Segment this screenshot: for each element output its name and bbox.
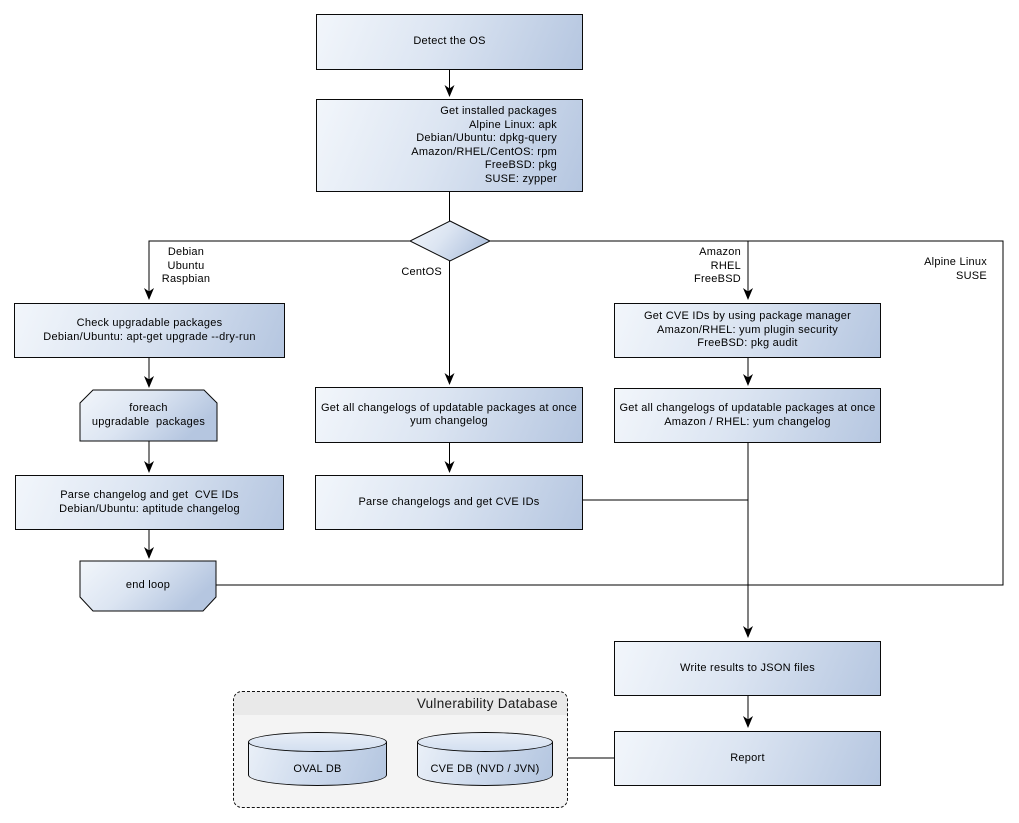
node-label: Parse changelogs and get CVE IDs: [358, 495, 540, 508]
node-get-installed-packages: Get installed packages Alpine Linux: apk…: [316, 99, 583, 192]
node-label: Get all changelogs of updatable packages…: [619, 402, 876, 414]
branch-label-amazon: Amazon RHEL FreeBSD: [694, 246, 741, 285]
node-label: FreeBSD: pkg audit: [697, 337, 798, 350]
node-label: Get installed packages: [440, 105, 557, 117]
edge-decision-to-alpine: [207, 240, 1004, 586]
branch-label-alpine: Alpine Linux SUSE: [924, 256, 987, 282]
node-parse-changelogs-yum: Parse changelogs and get CVE IDs: [315, 475, 583, 530]
foreach-loop-shape: [79, 389, 218, 442]
node-label: Check upgradable packages: [76, 317, 223, 329]
node-get-cve-ids-pkg-mgr: Get CVE IDs by using package manager Ama…: [614, 303, 881, 358]
cve-db-cylinder: CVE DB (NVD / JVN): [417, 732, 553, 786]
vulnerability-database-header: Vulnerability Database: [234, 692, 567, 715]
node-label: Debian/Ubuntu: apt-get upgrade --dry-run: [43, 330, 256, 343]
cve-db-cylinder-top: [417, 732, 553, 752]
node-get-changelogs-amazon: Get all changelogs of updatable packages…: [614, 388, 881, 443]
node-label: Detect the OS: [413, 35, 486, 48]
node-label: Amazon/RHEL/CentOS: rpm: [411, 145, 557, 158]
node-label: SUSE: zypper: [484, 172, 557, 185]
node-label: Debian/Ubuntu: aptitude changelog: [59, 502, 240, 515]
oval-db-cylinder: OVAL DB: [248, 732, 387, 786]
node-label: FreeBSD: pkg: [484, 159, 557, 171]
end-loop-shape: [79, 560, 217, 612]
oval-db-label: OVAL DB: [293, 763, 342, 775]
node-label: Report: [730, 751, 765, 764]
node-write-results: Write results to JSON files: [614, 641, 881, 696]
edge-decision-to-debian: [144, 240, 410, 300]
node-parse-changelog-deb: Parse changelog and get CVE IDs Debian/U…: [15, 475, 284, 530]
node-label: Write results to JSON files: [680, 661, 815, 674]
node-get-changelogs-yum: Get all changelogs of updatable packages…: [315, 387, 583, 443]
node-label: Parse changelog and get CVE IDs: [60, 489, 239, 501]
node-report: Report: [614, 731, 881, 786]
node-label: Get all changelogs of updatable packages…: [320, 401, 577, 414]
oval-db-cylinder-top: [248, 732, 387, 752]
node-check-upgradable: Check upgradable packages Debian/Ubuntu:…: [14, 303, 285, 358]
node-label: Amazon/RHEL: yum plugin security: [656, 323, 838, 336]
node-label: Get CVE IDs by using package manager: [643, 310, 852, 323]
os-decision-diamond: [408, 220, 492, 262]
node-label: yum changelog: [410, 415, 488, 427]
node-label: Debian/Ubuntu: dpkg-query: [416, 132, 557, 144]
vulnerability-database-title: Vulnerability Database: [416, 696, 558, 711]
node-label: Alpine Linux: apk: [468, 118, 557, 131]
branch-label-centos: CentOS: [401, 266, 442, 278]
cve-db-label: CVE DB (NVD / JVN): [430, 763, 540, 775]
vulnerability-database-group: Vulnerability Database: [233, 691, 568, 808]
node-detect-os: Detect the OS: [316, 14, 583, 70]
node-label: Amazon / RHEL: yum changelog: [664, 415, 831, 428]
branch-label-debian: Debian Ubuntu Raspbian: [161, 246, 211, 285]
